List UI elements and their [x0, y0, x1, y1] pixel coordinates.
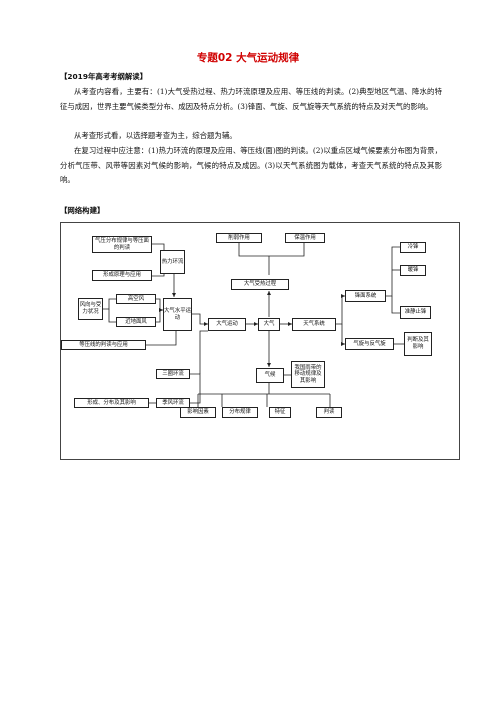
formation-distribution-box: 形成、分布及其影响	[74, 398, 149, 408]
three-cell-circulation-box: 三圈环流	[156, 369, 190, 379]
pressure-rules-box: 气压分布规律与等压面的判读	[92, 236, 152, 253]
insulation-effect-box: 保温作用	[285, 233, 325, 243]
distribution-rules-box: 分布规律	[222, 407, 258, 418]
monsoon-circulation-box: 季风环流	[156, 398, 190, 408]
horizontal-motion-box: 大气水平运动	[163, 298, 192, 331]
judge-impact-box: 判断及其影响	[404, 332, 432, 356]
paragraph-review: 在复习过程中应注意：(1)热力环流的原理及应用、等压线(面)图的判读。(2)以重…	[60, 146, 442, 185]
paragraph-content: 从考查内容看，主要有：(1)大气受热过程、热力环流原理及应用、等压线的判读。(2…	[60, 87, 442, 111]
near-wind-box: 近地面风	[116, 317, 156, 327]
high-wind-box: 高空风	[116, 294, 156, 304]
judgement-box: 判读	[316, 407, 342, 418]
formation-apply-box: 形成原理与应用	[92, 270, 152, 281]
isobar-reading-box: 等压线的判读与应用	[61, 340, 146, 350]
influencing-factors-box: 影响因素	[180, 407, 216, 418]
cyclone-anticyclone-box: 气旋与反气旋	[345, 338, 394, 350]
weather-system-box: 天气系统	[292, 318, 336, 331]
front-system-box: 锋面系统	[345, 290, 386, 302]
atmospheric-motion-box: 大气运动	[208, 318, 246, 331]
thermal-circulation-box: 热力环流	[160, 250, 185, 274]
page-title: 专题02 大气运动规律	[196, 52, 300, 64]
rain-belt-box: 我国雨带的移动规律及其影响	[291, 361, 325, 388]
heating-process-box: 大气受热过程	[231, 279, 289, 290]
section-heading-syllabus: 【2019年高考考纲解读】	[60, 72, 148, 81]
warm-front-box: 暖锋	[400, 265, 426, 276]
section-heading-network: 【网络构建】	[60, 206, 105, 215]
weakening-effect-box: 削弱作用	[216, 233, 262, 243]
climate-box: 气候	[256, 368, 284, 383]
cold-front-box: 冷锋	[400, 242, 426, 253]
features-box: 特征	[269, 407, 291, 418]
paragraph-form: 从考查形式看，以选择题考查为主，综合题为辅。	[74, 131, 237, 140]
concept-map-frame	[60, 222, 460, 460]
wind-force-box: 风向与受力状况	[78, 298, 103, 320]
atmosphere-box: 大气	[258, 318, 280, 331]
stationary-front-box: 准静止锋	[400, 306, 431, 319]
